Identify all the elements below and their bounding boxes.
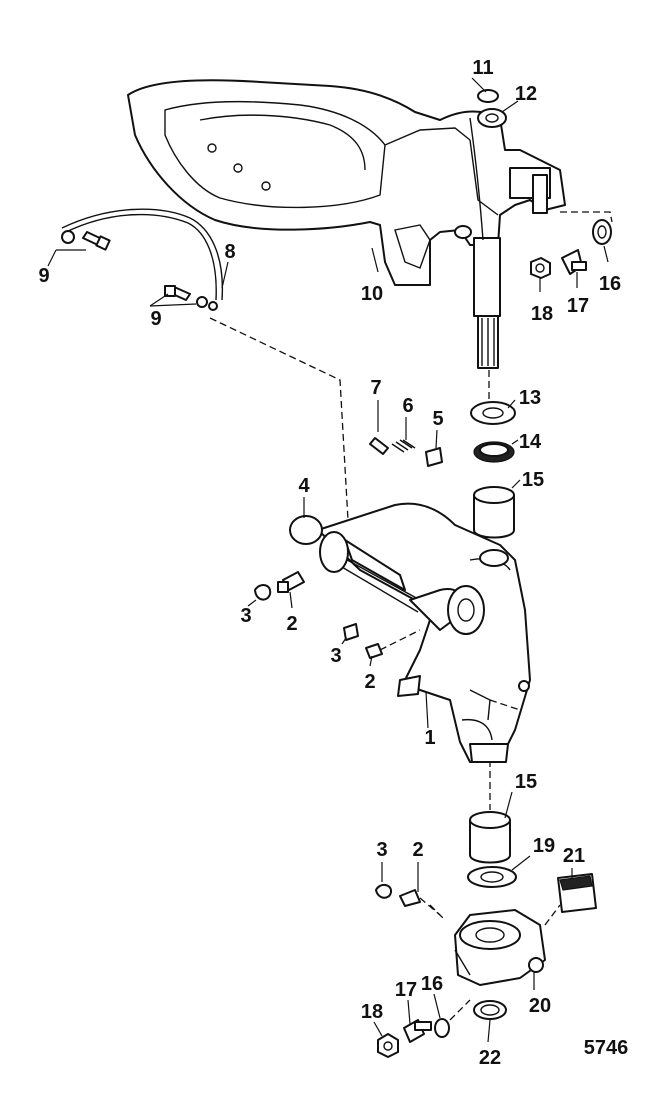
callout-labels: 11 12 10 18 17 16 8 9 9 13 14 15 7 6 5 4… [38, 57, 621, 1069]
callout-17-lower: 17 [395, 979, 417, 1001]
figure-number: 5746 [584, 1037, 629, 1059]
callout-6: 6 [402, 395, 413, 417]
thrust-washer-seal-bushing [470, 401, 516, 539]
callout-2-lower: 2 [412, 839, 423, 861]
callout-9-right: 9 [150, 308, 161, 330]
callout-3-left: 3 [240, 605, 251, 627]
grease-fittings [254, 571, 421, 659]
lower-nut-tab-washer [377, 999, 507, 1058]
callout-9-left: 9 [38, 265, 49, 287]
callout-3-lower: 3 [376, 839, 387, 861]
leader-lines [47, 77, 609, 1043]
callout-18-lower: 18 [361, 1001, 383, 1023]
ground-strap-assembly [61, 208, 349, 521]
callout-15-lower: 15 [515, 771, 537, 793]
callout-16-lower: 16 [421, 973, 443, 995]
callout-2-middle: 2 [364, 671, 375, 693]
callout-3-middle: 3 [330, 645, 341, 667]
upper-nut-tab-washer [530, 211, 613, 279]
callout-8: 8 [224, 241, 235, 263]
callout-22: 22 [479, 1047, 501, 1069]
lower-grease-fitting [375, 884, 441, 916]
lower-yoke-drawing [429, 873, 597, 986]
callout-12: 12 [515, 83, 537, 105]
callout-14: 14 [519, 431, 542, 453]
lock-screw-spring-pad [369, 437, 443, 467]
callout-11: 11 [472, 57, 493, 79]
callout-18-upper: 18 [531, 303, 553, 325]
callout-1: 1 [424, 727, 435, 749]
swivel-bracket-drawing [127, 79, 566, 369]
callout-7: 7 [370, 377, 381, 399]
lower-bushing-and-washer [467, 811, 517, 888]
callout-4: 4 [298, 475, 310, 497]
callout-21: 21 [563, 845, 585, 867]
callout-16-upper: 16 [599, 273, 621, 295]
callout-15-upper: 15 [522, 469, 544, 491]
callout-20: 20 [529, 995, 551, 1017]
callout-10: 10 [361, 283, 383, 305]
callout-17-upper: 17 [567, 295, 589, 317]
callout-19: 19 [533, 835, 555, 857]
callout-5: 5 [432, 408, 443, 430]
swivel-housing-drawing [289, 502, 531, 763]
callout-13: 13 [519, 387, 541, 409]
retaining-ring-and-washer [477, 89, 507, 128]
callout-2-left: 2 [286, 613, 297, 635]
